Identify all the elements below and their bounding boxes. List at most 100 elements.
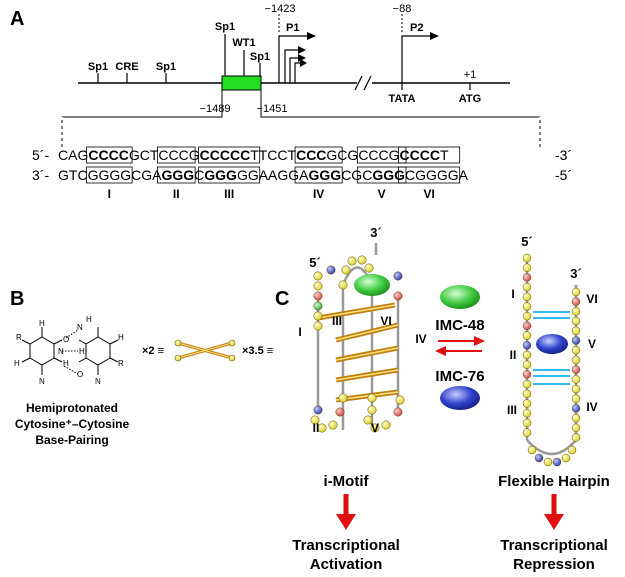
seq-bottom-segment: CGC [341, 167, 372, 183]
seq-top-segment: CCCC [210, 147, 250, 163]
nucleotide-bead [328, 420, 338, 430]
nucleotide-bead [552, 457, 562, 467]
tract-label: IV [313, 187, 324, 201]
imotif-tract-I: I [298, 325, 301, 339]
hairpin-tract-I: I [511, 287, 514, 301]
seq-bottom-segment: GGGG [88, 167, 132, 183]
strut-highlight [317, 304, 396, 319]
nucleotide-bead [522, 311, 532, 321]
nucleotide-bead [522, 253, 532, 263]
nucleotide-bead [341, 265, 351, 275]
nucleotide-bead [571, 297, 581, 306]
svg-text:H: H [39, 319, 45, 328]
tract-box-top [198, 146, 261, 164]
i-motif-structure [310, 243, 405, 433]
nucleotide-bead [571, 365, 581, 374]
nucleotide-bead [571, 355, 581, 365]
nucleotide-bead [522, 321, 532, 331]
seq-bottom-suffix: -5´ [555, 167, 572, 183]
hairpin-5prime: 5´ [521, 234, 533, 249]
seq-top-segment: T [440, 147, 449, 163]
p1-position: −1423 [265, 3, 296, 15]
sp1-label-a: Sp1 [88, 61, 108, 73]
nucleotide-bead [393, 407, 403, 417]
svg-text:N: N [77, 323, 83, 332]
imotif-3prime: 3´ [370, 225, 382, 240]
nucleotide-bead [571, 413, 581, 423]
imotif-tract-IV: IV [415, 332, 426, 346]
hairpin-tract-IV: IV [586, 400, 597, 414]
seq-bottom-segment: GGG [204, 167, 237, 183]
caption-line-3: Base-Pairing [35, 433, 108, 447]
tract-box-top [294, 146, 343, 164]
nucleotide-bead [571, 316, 581, 326]
nucleotide-bead [543, 457, 553, 467]
strut-highlight [335, 324, 399, 341]
nucleotide-bead [522, 302, 532, 311]
nucleotide-bead [313, 405, 323, 415]
seq-top-segment: GCT [129, 147, 159, 163]
tract-label: II [173, 187, 180, 201]
svg-text:H: H [86, 315, 92, 324]
svg-text:R: R [118, 359, 124, 368]
tract-boxes [86, 146, 461, 184]
tract-box-bottom [294, 166, 343, 184]
hairpin-name: Flexible Hairpin [498, 473, 610, 490]
svg-text:O: O [77, 370, 83, 379]
tract-box-bottom [156, 166, 196, 184]
tract-box-top [356, 146, 407, 164]
seq-top-strand: CAGCCCCGCTCCCGCCCCCTTCCTCCCGCGCCCGCCCCT [58, 147, 449, 163]
nucleotide-bead [395, 395, 405, 405]
zoom-bracket-right [260, 90, 541, 148]
imotif-5prime: 5´ [309, 255, 321, 270]
seq-top-segment: CCC [158, 147, 188, 163]
nucleotide-bead [522, 263, 532, 272]
nucleotide-bead [317, 423, 327, 433]
nucleotide-bead [326, 265, 336, 275]
hairpin-tract-VI: VI [586, 292, 597, 306]
nucleotide-bead [363, 415, 373, 425]
imotif-bound-imc48 [354, 274, 390, 296]
nhe-box [221, 75, 262, 91]
seq-bottom-strand: GTCGGGGCGAGGGCGGGGGAAGGAGGGCGCGGGCGGGGA [58, 167, 469, 183]
nucleotide-bead [338, 280, 348, 290]
seq-bottom-segment: A [459, 167, 469, 183]
p1-arrowhead-4 [300, 59, 307, 67]
nucleotide-bead [522, 370, 532, 379]
hairpin-structure [522, 253, 581, 467]
hairpin-outcome-2: Repression [513, 556, 595, 573]
nucleotide-bead [571, 375, 581, 384]
nucleotide-bead [522, 273, 532, 282]
strut-bead-2 [228, 354, 236, 362]
seq-top-segment: G [389, 147, 400, 163]
nucleotide-bead [347, 256, 357, 266]
seq-bottom-prefix: 3´- [32, 167, 49, 183]
seq-top-segment: C [88, 147, 98, 163]
svg-text:O: O [63, 335, 69, 344]
nucleotide-bead [522, 389, 532, 399]
imc48-ellipse [440, 285, 480, 309]
nucleotide-bead [571, 423, 581, 433]
imotif-tract-VI: VI [380, 314, 391, 328]
wt1-label: WT1 [232, 37, 255, 49]
imotif-tract-III: III [332, 314, 342, 328]
nucleotide-bead [571, 345, 581, 355]
nucleotide-bead [571, 404, 581, 413]
tata-label: TATA [389, 93, 416, 105]
imc48-label: IMC-48 [435, 317, 484, 334]
seq-top-segment: CCCC [400, 147, 440, 163]
atg-label: ATG [459, 93, 481, 105]
nucleotide-bead [370, 423, 380, 433]
svg-text:N: N [58, 347, 64, 356]
nucleotide-bead [522, 331, 532, 340]
nucleotide-bead [522, 408, 532, 418]
base-pair-structure [21, 327, 119, 375]
tract-box-bottom [398, 166, 461, 184]
hairpin-down-arrowhead [544, 514, 564, 530]
p2-arrowhead [430, 32, 439, 40]
nucleotide-bead [522, 379, 532, 389]
tract-label: I [108, 187, 111, 201]
nucleotide-bead [367, 405, 377, 415]
nucleotide-bead [571, 287, 581, 297]
hairpin-tract-III: III [507, 403, 517, 417]
